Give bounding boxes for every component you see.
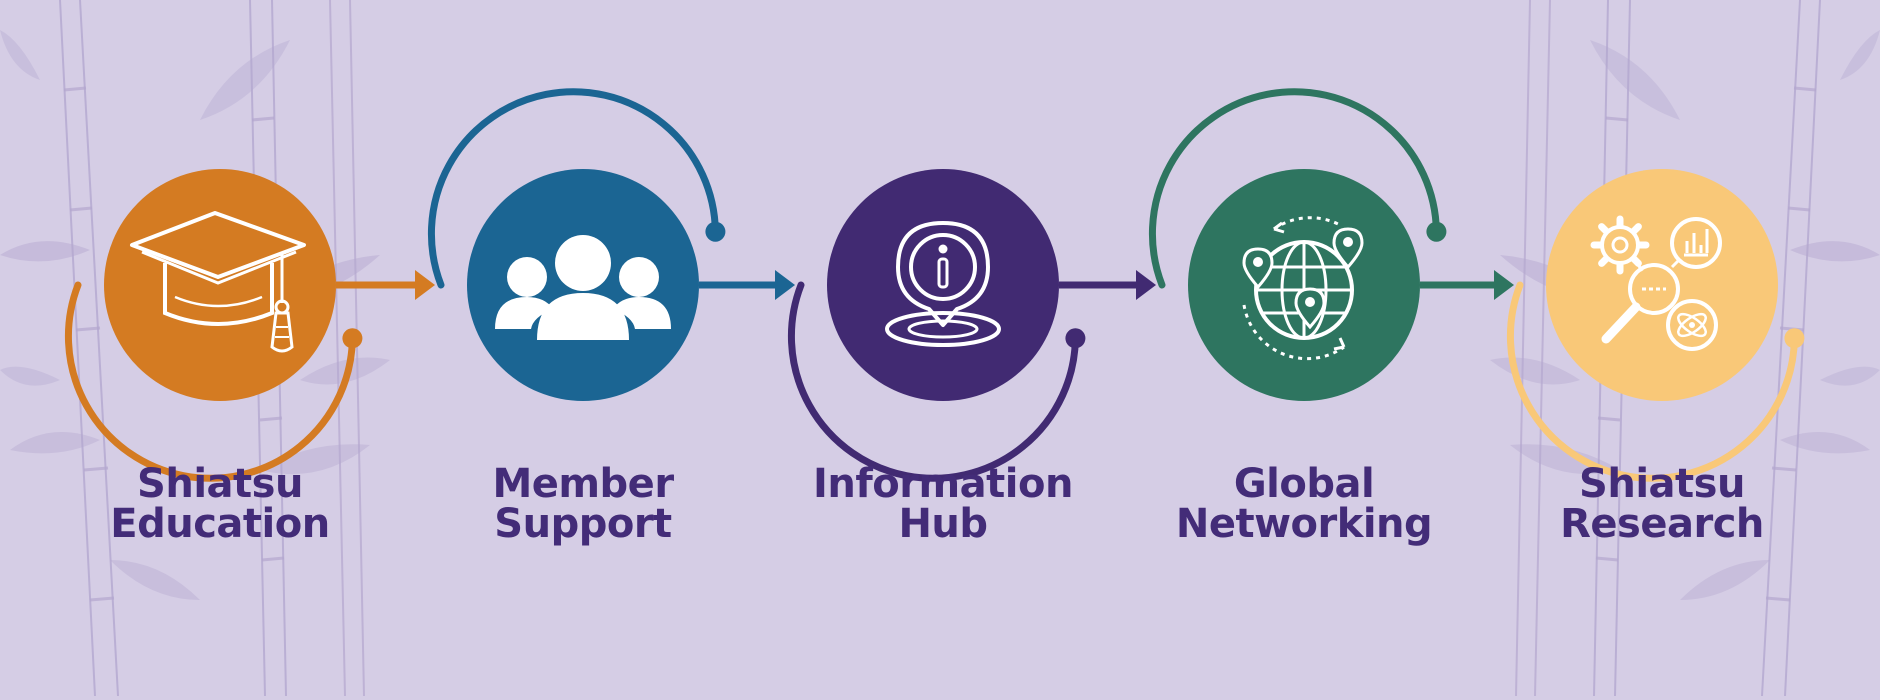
step-label-line1: Shiatsu [1579, 461, 1745, 507]
step-connector [1148, 88, 1514, 300]
step-circle [1188, 169, 1420, 401]
graduation-cap-icon [130, 211, 306, 353]
step-connector [1506, 281, 1805, 482]
step-connector [787, 270, 1156, 482]
step-circle [827, 169, 1059, 401]
step-label-line1: Shiatsu [137, 461, 303, 507]
steps-layer [104, 169, 1778, 401]
step-label-line1: Information [813, 461, 1073, 507]
step-label-line2: Research [1560, 501, 1764, 547]
step-arc [787, 281, 1079, 482]
step-arc [1506, 281, 1798, 482]
step-arc [427, 88, 719, 289]
arc-end-dot [1065, 328, 1086, 349]
arc-end-dot [705, 221, 726, 242]
globe-network-icon [1242, 216, 1364, 361]
step-arc [1148, 88, 1440, 289]
arrow-head [1494, 270, 1514, 300]
step-label-line2: Support [494, 501, 672, 547]
step-circle [104, 169, 336, 401]
step-label-line2: Hub [898, 501, 988, 547]
step-arc [64, 281, 356, 482]
step-label-line2: Education [110, 501, 330, 547]
research-magnifier-gear-icon [1590, 215, 1722, 351]
people-group-icon [495, 235, 671, 340]
step-connector [64, 270, 435, 482]
connectors-layer [64, 88, 1805, 482]
arc-end-dot [1426, 221, 1447, 242]
arrow-head [415, 270, 435, 300]
arrow-head [775, 270, 795, 300]
info-location-pin-icon [885, 221, 1001, 347]
step-circle [1546, 169, 1778, 401]
arc-end-dot [1784, 328, 1805, 349]
step-label-line1: Member [492, 461, 674, 507]
step-label-line1: Global [1233, 461, 1375, 507]
step-circle [467, 169, 699, 401]
arrow-head [1136, 270, 1156, 300]
step-connector [427, 88, 795, 300]
step-label-line2: Networking [1175, 501, 1433, 547]
arc-end-dot [342, 328, 363, 349]
